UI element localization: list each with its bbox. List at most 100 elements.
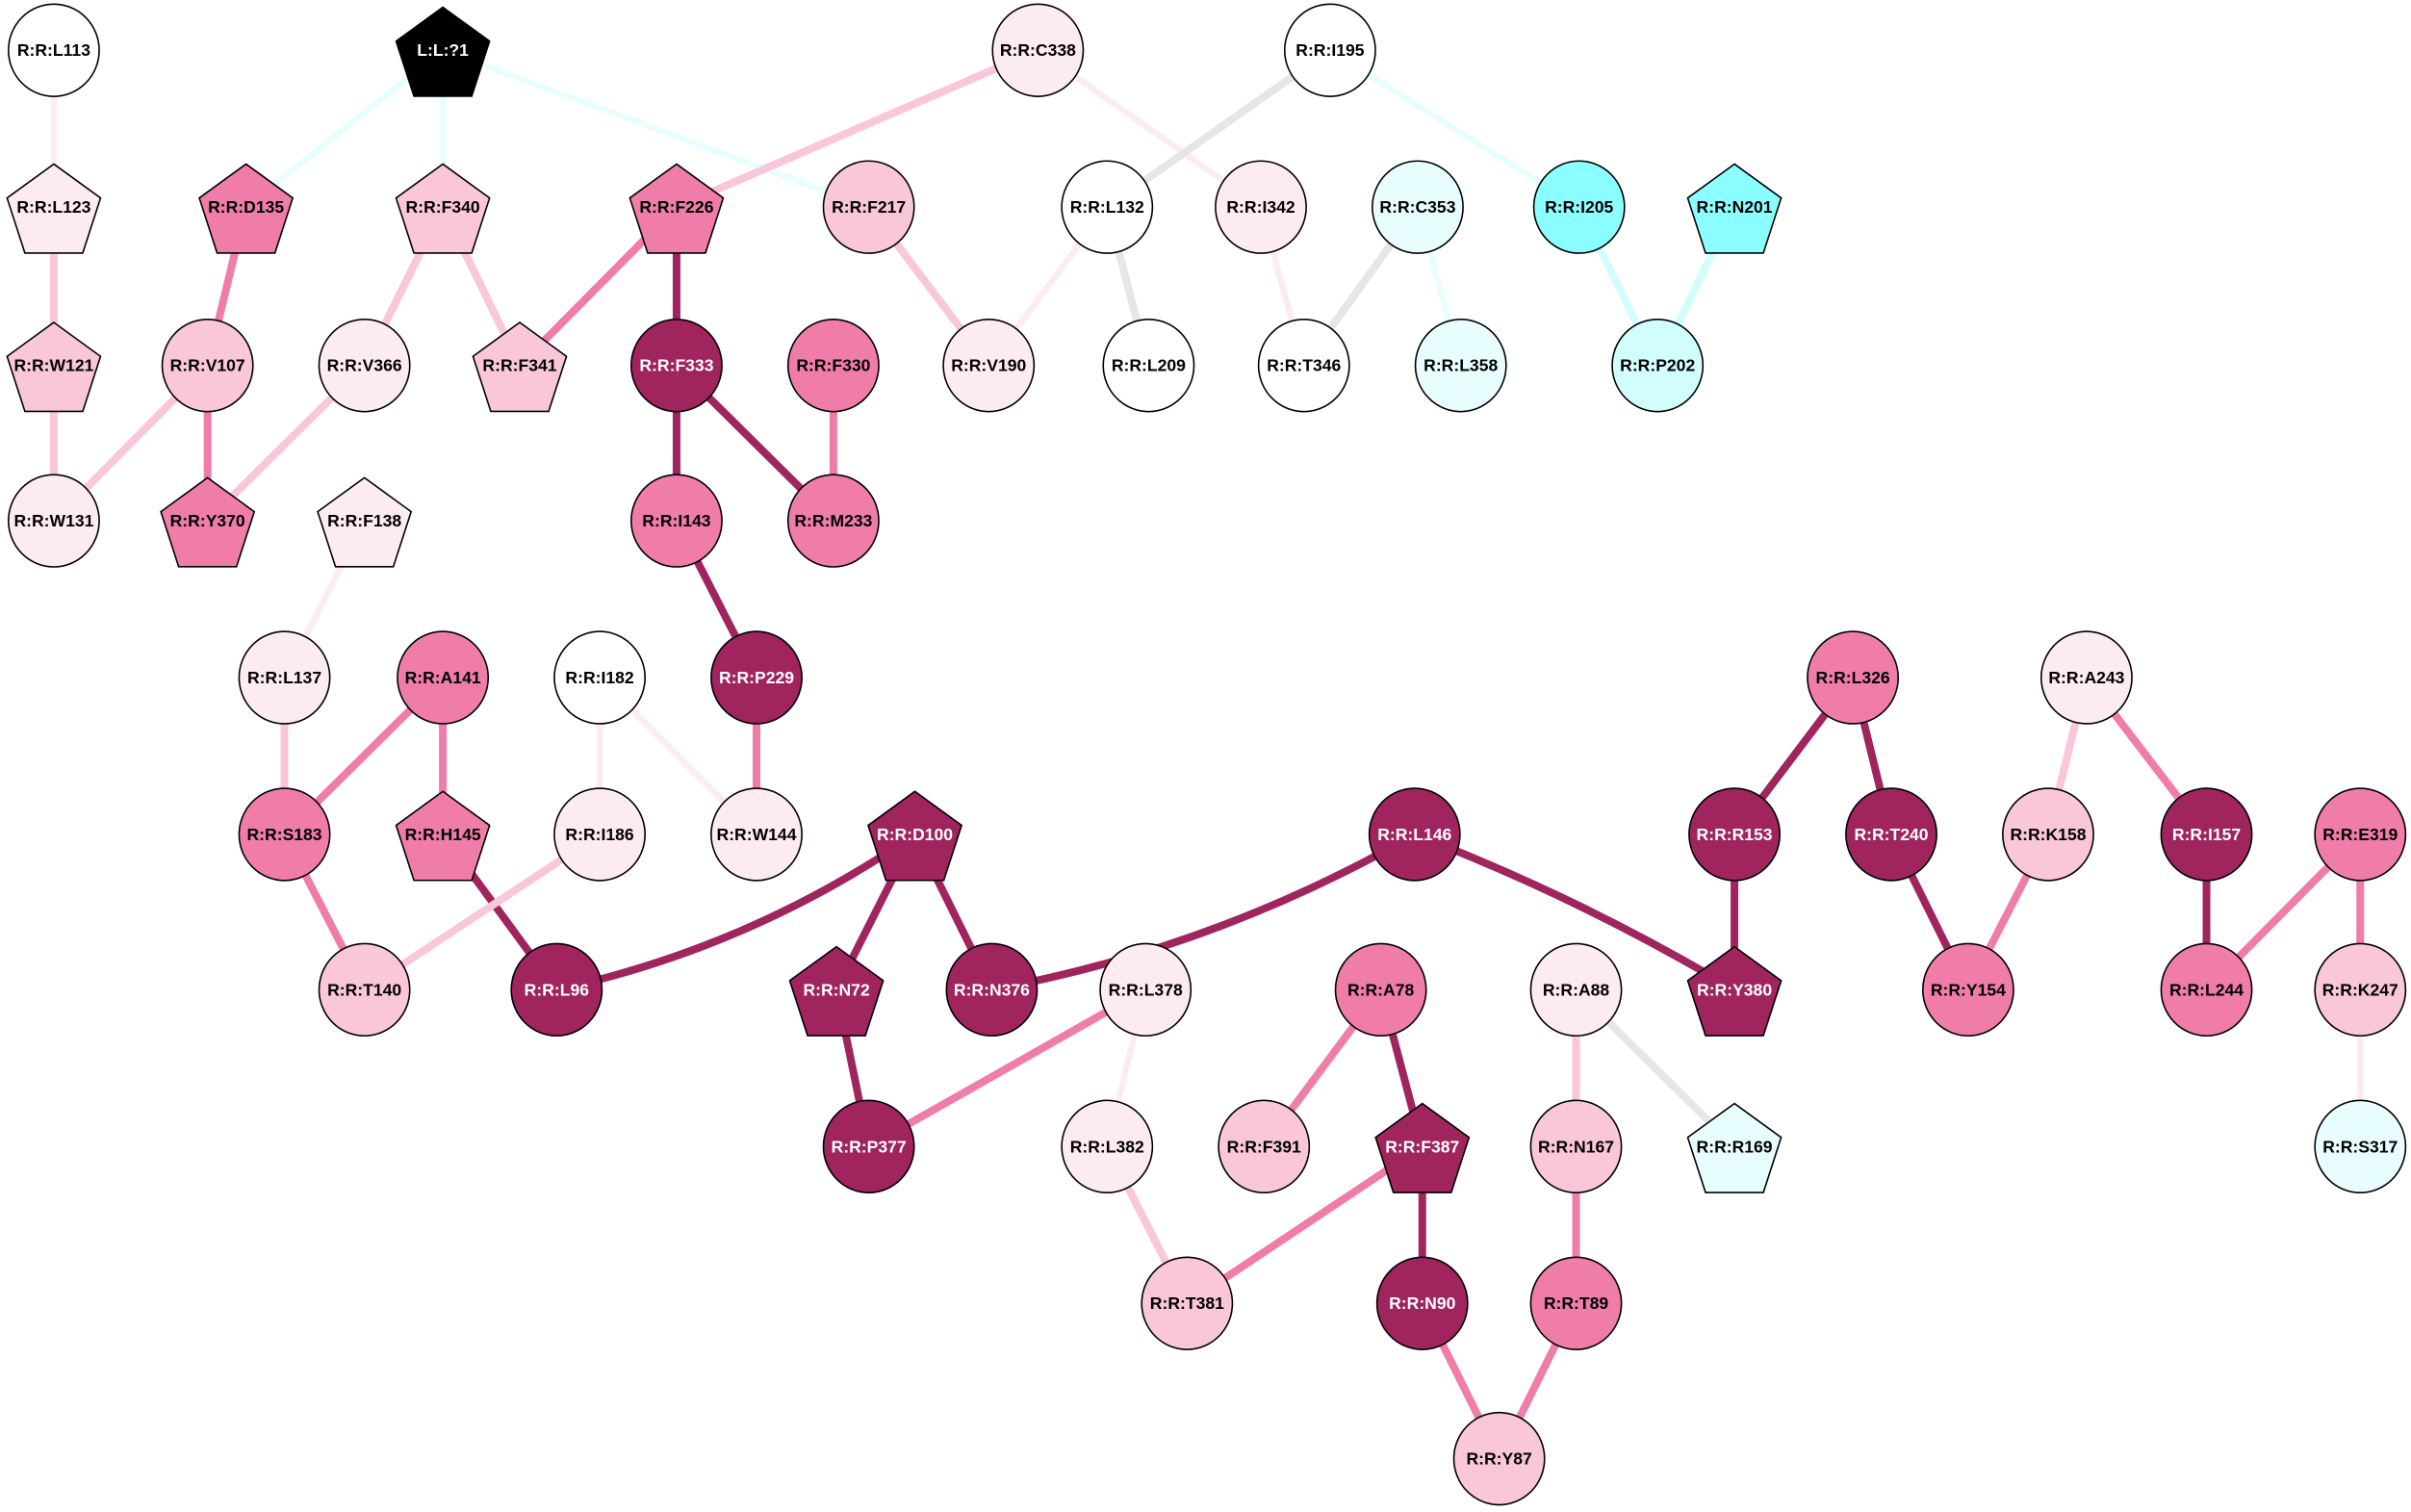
node-r-r-f333[interactable]: R:R:F333 [630, 318, 723, 413]
node-label: R:R:F138 [327, 511, 401, 530]
node-r-r-c338[interactable]: R:R:C338 [991, 3, 1085, 97]
node-r-r-i157[interactable]: R:R:I157 [2160, 787, 2253, 882]
node-r-r-w144[interactable]: R:R:W144 [710, 787, 803, 882]
node-r-r-f340[interactable]: R:R:F340 [395, 163, 491, 254]
node-r-r-f138[interactable]: R:R:F138 [317, 476, 413, 568]
node-r-r-l123[interactable]: R:R:L123 [6, 163, 102, 254]
node-r-r-l137[interactable]: R:R:L137 [238, 630, 331, 725]
pentagon-node-shape [628, 163, 725, 254]
node-r-r-t89[interactable]: R:R:T89 [1529, 1256, 1623, 1350]
node-r-r-v190[interactable]: R:R:V190 [942, 318, 1036, 413]
node-r-r-i182[interactable]: R:R:I182 [553, 630, 646, 725]
node-r-r-k158[interactable]: R:R:K158 [2002, 787, 2094, 882]
node-r-r-t381[interactable]: R:R:T381 [1141, 1256, 1234, 1350]
node-r-r-l146[interactable]: R:R:L146 [1368, 787, 1461, 882]
circle-node-shape [1529, 1256, 1623, 1350]
edge-l-l-1-r-r-f217 [441, 47, 870, 211]
node-r-r-p229[interactable]: R:R:P229 [710, 630, 803, 725]
pentagon-node-shape [395, 790, 491, 882]
node-r-r-l378[interactable]: R:R:L378 [1099, 942, 1193, 1038]
node-r-r-s183[interactable]: R:R:S183 [238, 787, 331, 882]
circle-node-shape [7, 3, 100, 97]
node-r-r-f387[interactable]: R:R:F387 [1374, 1102, 1471, 1193]
node-label: R:R:N376 [954, 980, 1030, 999]
node-r-r-l326[interactable]: R:R:L326 [1807, 630, 1900, 725]
node-r-r-y370[interactable]: R:R:Y370 [160, 476, 256, 568]
node-label: R:R:V107 [170, 356, 245, 375]
node-r-r-n167[interactable]: R:R:N167 [1529, 1099, 1623, 1194]
node-r-r-l382[interactable]: R:R:L382 [1061, 1099, 1154, 1194]
node-r-r-i195[interactable]: R:R:I195 [1283, 3, 1376, 97]
node-r-r-f330[interactable]: R:R:F330 [786, 318, 880, 413]
pentagon-node-shape [1686, 163, 1783, 254]
node-r-r-w131[interactable]: R:R:W131 [7, 474, 100, 568]
node-r-r-t140[interactable]: R:R:T140 [318, 942, 411, 1038]
node-label: R:R:K158 [2010, 825, 2086, 844]
node-r-r-t240[interactable]: R:R:T240 [1845, 787, 1937, 882]
node-label: R:R:R153 [1697, 825, 1773, 844]
circle-node-shape [1921, 942, 2014, 1038]
circle-node-shape [2160, 787, 2253, 882]
node-r-r-d100[interactable]: R:R:D100 [867, 790, 963, 882]
circle-node-shape [822, 160, 915, 254]
circle-node-shape [318, 318, 411, 413]
node-r-r-l209[interactable]: R:R:L209 [1102, 318, 1195, 413]
node-r-r-n201[interactable]: R:R:N201 [1686, 163, 1783, 254]
circle-node-shape [2160, 942, 2253, 1038]
node-r-r-y154[interactable]: R:R:Y154 [1921, 942, 2014, 1038]
node-r-r-m233[interactable]: R:R:M233 [786, 474, 880, 568]
node-r-r-r153[interactable]: R:R:R153 [1688, 787, 1781, 882]
node-label: R:R:F330 [796, 356, 870, 375]
node-r-r-s317[interactable]: R:R:S317 [2314, 1099, 2407, 1194]
node-r-r-n376[interactable]: R:R:N376 [945, 942, 1039, 1038]
node-r-r-r169[interactable]: R:R:R169 [1686, 1102, 1783, 1193]
node-r-r-t346[interactable]: R:R:T346 [1257, 318, 1350, 413]
node-r-r-l96[interactable]: R:R:L96 [510, 942, 603, 1038]
circle-node-shape [1372, 160, 1464, 254]
circle-node-shape [1611, 318, 1705, 413]
node-r-r-n90[interactable]: R:R:N90 [1375, 1256, 1469, 1350]
node-r-r-y380[interactable]: R:R:Y380 [1686, 945, 1783, 1037]
node-r-r-w121[interactable]: R:R:W121 [6, 320, 102, 413]
node-label: R:R:A141 [405, 668, 481, 687]
node-r-r-c353[interactable]: R:R:C353 [1372, 160, 1464, 254]
pentagon-node-shape [395, 163, 491, 254]
node-r-r-h145[interactable]: R:R:H145 [395, 790, 491, 882]
node-r-r-i205[interactable]: R:R:I205 [1532, 160, 1626, 254]
node-label: R:R:L137 [247, 668, 321, 687]
node-r-r-l113[interactable]: R:R:L113 [7, 3, 100, 97]
node-r-r-n72[interactable]: R:R:N72 [788, 945, 885, 1037]
node-r-r-a88[interactable]: R:R:A88 [1529, 942, 1623, 1038]
node-r-r-y87[interactable]: R:R:Y87 [1452, 1411, 1546, 1506]
node-r-r-p202[interactable]: R:R:P202 [1611, 318, 1705, 413]
node-l-l-1[interactable]: L:L:?1 [395, 6, 491, 97]
circle-node-shape [1102, 318, 1195, 413]
node-r-r-i143[interactable]: R:R:I143 [630, 474, 723, 568]
node-r-r-p377[interactable]: R:R:P377 [822, 1099, 915, 1194]
node-r-r-i342[interactable]: R:R:I342 [1215, 160, 1307, 254]
node-r-r-d135[interactable]: R:R:D135 [198, 163, 295, 254]
node-r-r-k247[interactable]: R:R:K247 [2314, 942, 2407, 1038]
pentagon-node-shape [1686, 945, 1783, 1037]
node-r-r-i186[interactable]: R:R:I186 [553, 787, 646, 882]
node-r-r-v107[interactable]: R:R:V107 [161, 318, 254, 413]
circle-node-shape [238, 787, 331, 882]
node-r-r-f217[interactable]: R:R:F217 [822, 160, 915, 254]
circle-node-shape [710, 630, 803, 725]
node-r-r-a78[interactable]: R:R:A78 [1334, 942, 1427, 1038]
node-label: R:R:T240 [1854, 825, 1928, 844]
node-r-r-l132[interactable]: R:R:L132 [1061, 160, 1154, 254]
node-r-r-a243[interactable]: R:R:A243 [2039, 630, 2133, 725]
node-r-r-a141[interactable]: R:R:A141 [397, 630, 490, 725]
node-r-r-v366[interactable]: R:R:V366 [318, 318, 411, 413]
node-r-r-l358[interactable]: R:R:L358 [1414, 318, 1507, 413]
node-r-r-f341[interactable]: R:R:F341 [472, 320, 568, 413]
edge-r-r-d100-r-r-l96 [555, 831, 917, 994]
node-r-r-f391[interactable]: R:R:F391 [1218, 1099, 1311, 1194]
node-r-r-e319[interactable]: R:R:E319 [2314, 787, 2407, 882]
circle-node-shape [1807, 630, 1900, 725]
node-r-r-l244[interactable]: R:R:L244 [2160, 942, 2253, 1038]
node-label: R:R:R169 [1697, 1137, 1773, 1156]
node-r-r-f226[interactable]: R:R:F226 [628, 163, 725, 254]
